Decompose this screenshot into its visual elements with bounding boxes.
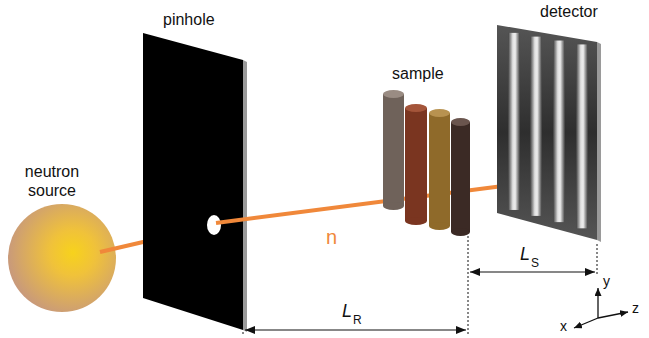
axis-label: x bbox=[560, 317, 567, 336]
detector-fringes bbox=[508, 33, 588, 228]
pinhole-plate bbox=[143, 33, 243, 330]
fringe-band bbox=[530, 37, 542, 216]
pinhole-label: pinhole bbox=[163, 10, 215, 29]
detector-edge bbox=[597, 42, 601, 242]
extension-lines bbox=[243, 236, 597, 336]
pinhole-hole bbox=[207, 215, 221, 235]
detector-label: detector bbox=[540, 2, 598, 21]
fringe-band bbox=[508, 33, 520, 210]
neutron-source-sphere bbox=[8, 204, 116, 312]
coordinate-axes bbox=[574, 288, 628, 328]
dimension-subscript: R bbox=[353, 311, 362, 330]
dimension-subscript: S bbox=[531, 254, 539, 273]
sample-label: sample bbox=[392, 64, 444, 83]
dimension-line-lr bbox=[245, 329, 466, 330]
axis-label: y bbox=[603, 272, 610, 291]
dimension-line-ls bbox=[470, 271, 595, 272]
fringe-band bbox=[553, 41, 565, 223]
fringe-band bbox=[576, 44, 588, 228]
dimension-symbol: L bbox=[520, 245, 530, 264]
sample-cylinders bbox=[383, 90, 470, 236]
source-label: neutron source bbox=[12, 162, 92, 200]
pinhole-edge bbox=[243, 60, 247, 332]
beam-label: n bbox=[326, 228, 337, 247]
axis-label: z bbox=[632, 299, 639, 318]
dimension-symbol: L bbox=[342, 302, 352, 321]
detector-panel bbox=[497, 25, 597, 240]
